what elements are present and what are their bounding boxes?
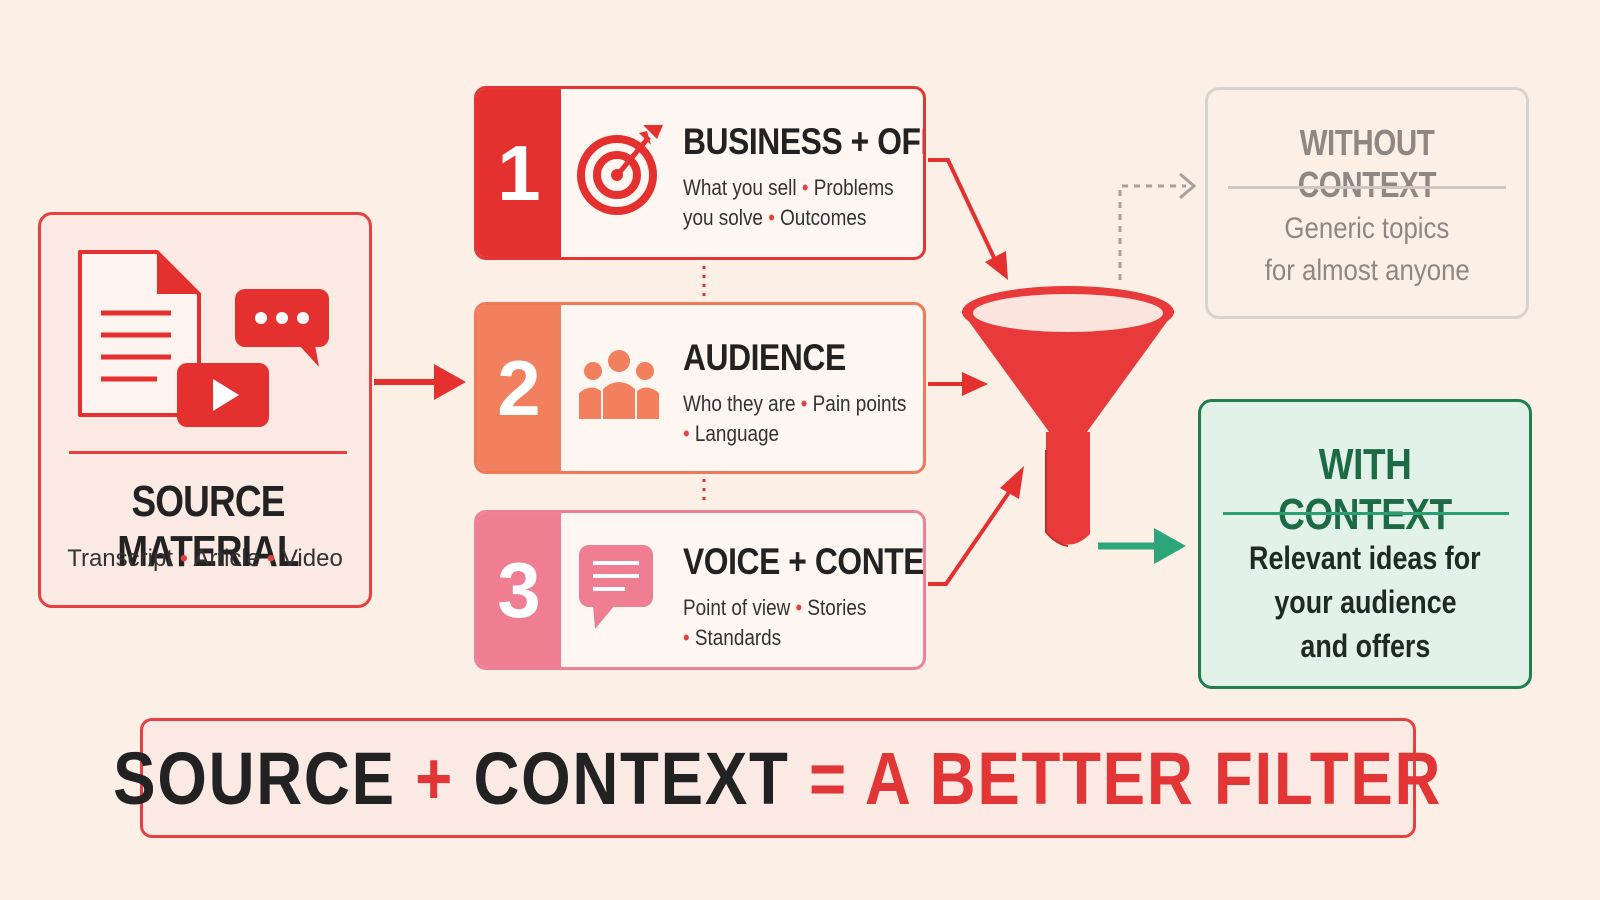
chat-dots-icon xyxy=(235,289,329,367)
step-title: VOICE + CONTENT xyxy=(683,541,925,582)
source-to-steps-arrow xyxy=(374,364,466,400)
step-card-audience: 2 AUDIENCE Who they are • Pain points • … xyxy=(474,302,926,474)
banner-context: CONTEXT xyxy=(473,736,790,820)
source-divider xyxy=(69,451,347,454)
source-title: SOURCE MATERIAL xyxy=(117,477,299,576)
funnel-icon xyxy=(962,286,1174,547)
step-title: AUDIENCE xyxy=(683,337,846,378)
step-number: 3 xyxy=(477,513,561,667)
banner-source: SOURCE xyxy=(113,736,397,820)
chat-bubble-icon xyxy=(579,545,653,629)
source-material-card: SOURCE MATERIAL Transcript • Article • V… xyxy=(38,212,372,608)
banner-equals: = xyxy=(809,736,849,820)
without-context-divider xyxy=(1228,186,1506,189)
source-item: Transcript xyxy=(67,545,173,572)
banner-equation: SOURCE + CONTEXT = A BETTER FILTER xyxy=(113,736,1442,821)
step-description: Point of view • Stories • Standards xyxy=(683,595,867,650)
step1-to-funnel-arrow xyxy=(928,158,1008,280)
with-context-title: WITH CONTEXT xyxy=(1278,440,1452,539)
people-icon xyxy=(579,350,659,419)
step2-to-funnel-arrow xyxy=(928,372,988,396)
video-play-icon xyxy=(177,363,269,427)
step-card-voice-content: 3 VOICE + CONTENT Point of view • Storie… xyxy=(474,510,926,670)
step-title: BUSINESS + OFFER xyxy=(683,121,923,162)
document-icon xyxy=(78,250,201,417)
with-context-divider xyxy=(1223,512,1509,515)
without-context-text: Generic topics for almost anyone xyxy=(1264,212,1470,287)
without-context-title: WITHOUT CONTEXT xyxy=(1297,122,1437,205)
with-context-text: Relevant ideas for your audience and off… xyxy=(1249,540,1481,664)
with-context-arrow xyxy=(1098,528,1186,564)
source-item: Article xyxy=(193,545,261,572)
without-context-arrow xyxy=(1118,172,1197,280)
banner-result: A BETTER FILTER xyxy=(865,736,1443,820)
without-context-box: WITHOUT CONTEXT Generic topics for almos… xyxy=(1205,87,1529,319)
step-card-business-offer: 1 BUSINESS + OFFER What you sell • Probl… xyxy=(474,86,926,260)
with-context-box: WITH CONTEXT Relevant ideas for your aud… xyxy=(1198,399,1532,689)
step-description: What you sell • Problems you solve • Out… xyxy=(683,175,894,230)
target-icon xyxy=(577,125,663,215)
step-number: 2 xyxy=(477,305,561,471)
step3-to-funnel-arrow xyxy=(928,466,1024,586)
step-number: 1 xyxy=(477,89,561,257)
summary-banner: SOURCE + CONTEXT = A BETTER FILTER xyxy=(113,718,1441,838)
banner-plus: + xyxy=(415,736,455,820)
step-description: Who they are • Pain points • Language xyxy=(683,391,907,446)
source-item: Video xyxy=(281,545,343,572)
source-items: Transcript • Article • Video xyxy=(67,545,343,572)
